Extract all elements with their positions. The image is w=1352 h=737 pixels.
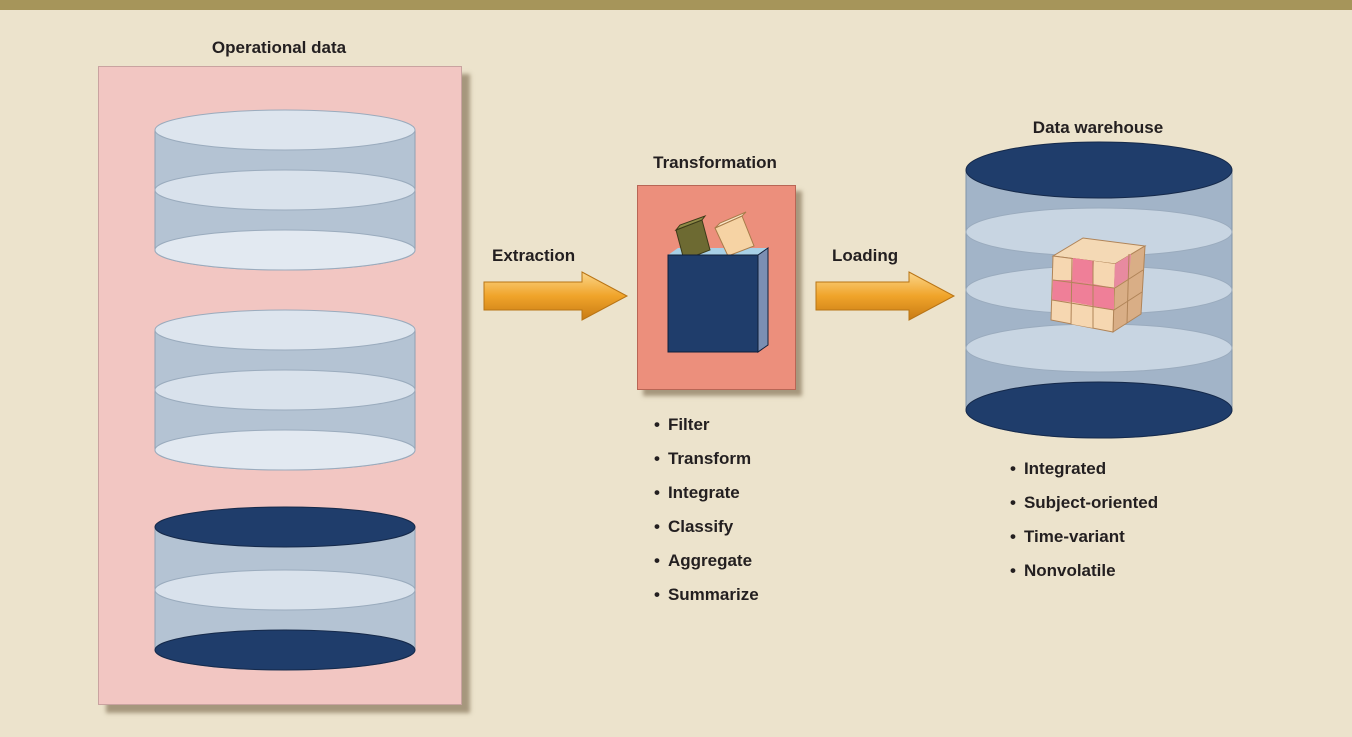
- transformation-steps-list: Filter Transform Integrate Classify Aggr…: [654, 408, 759, 612]
- extraction-arrow-icon: [483, 271, 629, 321]
- transformation-step: Summarize: [654, 578, 759, 612]
- transformation-step: Aggregate: [654, 544, 759, 578]
- extraction-label: Extraction: [492, 246, 576, 265]
- transformation-step: Classify: [654, 510, 759, 544]
- transformation-title: Transformation: [653, 153, 777, 172]
- data-warehouse-cylinder-icon: [965, 141, 1233, 439]
- data-cube-icon: [1050, 237, 1147, 333]
- loading-arrow-icon: [815, 271, 956, 321]
- warehouse-properties-list: Integrated Subject-oriented Time-variant…: [1010, 452, 1158, 588]
- warehouse-property: Integrated: [1010, 452, 1158, 486]
- warehouse-property: Time-variant: [1010, 520, 1158, 554]
- transformation-box-icon: [667, 211, 769, 353]
- operational-database-3-icon: [154, 506, 416, 671]
- transformation-step: Transform: [654, 442, 759, 476]
- data-warehouse-title: Data warehouse: [1032, 118, 1164, 137]
- operational-database-2-icon: [154, 309, 416, 471]
- transformation-step: Filter: [654, 408, 759, 442]
- warehouse-property: Nonvolatile: [1010, 554, 1158, 588]
- warehouse-property: Subject-oriented: [1010, 486, 1158, 520]
- loading-label: Loading: [832, 246, 899, 265]
- operational-database-1-icon: [154, 109, 416, 271]
- operational-data-title: Operational data: [211, 38, 347, 57]
- top-band: [0, 0, 1352, 10]
- transformation-step: Integrate: [654, 476, 759, 510]
